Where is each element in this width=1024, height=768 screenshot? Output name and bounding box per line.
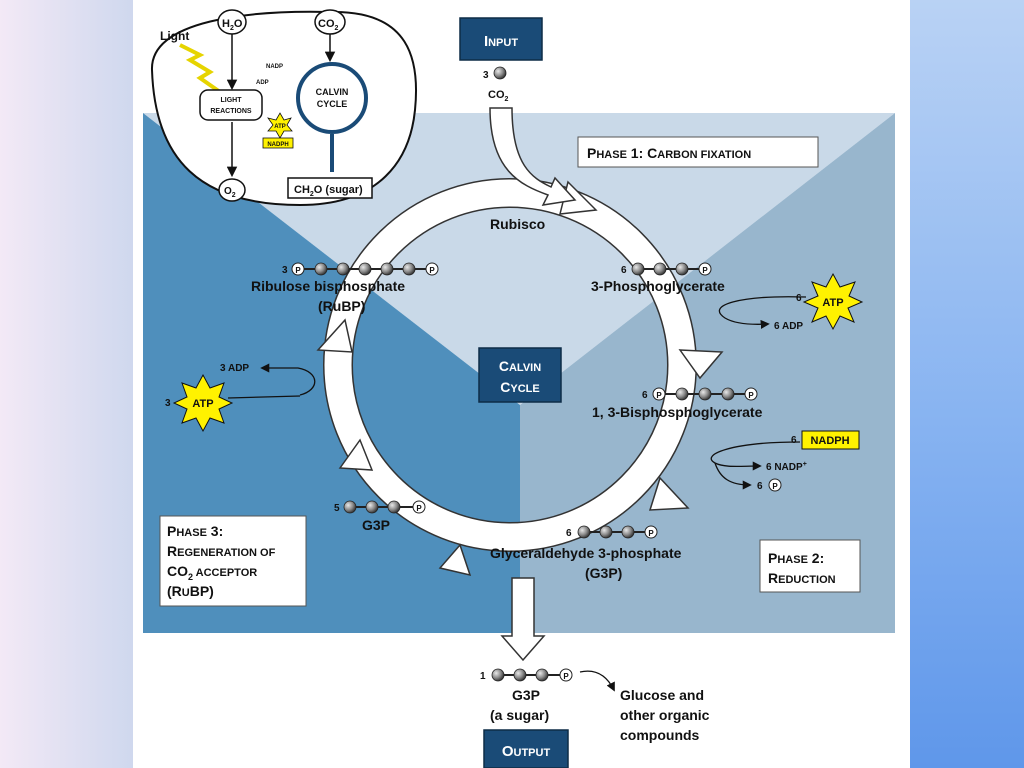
cycle-ring	[316, 178, 724, 577]
light-reactions-label: LIGHT	[221, 97, 243, 104]
svg-text:REDUCTION: REDUCTION	[768, 570, 836, 586]
svg-text:(a sugar): (a sugar)	[490, 707, 549, 723]
phase3-label: PHASE 3: REGENERATION OF CO2 ACCEPTOR (R…	[159, 515, 307, 607]
svg-text:6: 6	[566, 528, 572, 539]
svg-text:6: 6	[796, 293, 802, 304]
h2o-label: H2O	[222, 18, 243, 32]
svg-text:ATP: ATP	[192, 398, 213, 410]
svg-text:ADP: ADP	[256, 80, 269, 86]
svg-text:3: 3	[165, 398, 171, 409]
molecule-bpg: 6 P P 1, 3-Bisphosphoglycerate	[592, 387, 763, 420]
input-co2: CO2	[488, 89, 509, 103]
svg-text:CYCLE: CYCLE	[317, 99, 348, 109]
svg-text:5: 5	[334, 503, 340, 514]
svg-text:P: P	[656, 391, 662, 400]
svg-text:6: 6	[757, 481, 763, 492]
molecule-3pga: 6 P 3-Phosphoglycerate	[591, 262, 725, 294]
svg-text:Glucose and: Glucose and	[620, 687, 704, 703]
svg-text:CYCLE: CYCLE	[500, 379, 539, 395]
nadph-input: 6 NADPH 6 NADP+ 6 P	[710, 430, 860, 492]
svg-text:P: P	[702, 266, 708, 275]
svg-text:REACTIONS: REACTIONS	[210, 108, 252, 115]
svg-text:(G3P): (G3P)	[585, 565, 622, 581]
molecule-g3p-recycled: 5 P G3P	[334, 500, 426, 533]
svg-text:3 ADP: 3 ADP	[220, 363, 249, 374]
svg-text:P: P	[416, 504, 422, 513]
sugar-label: CH2O (sugar)	[294, 184, 363, 198]
svg-text:6: 6	[791, 435, 797, 446]
molecule-rubp: 3 P P Ribulose bisphosphate (RuBP)	[251, 262, 439, 314]
atp-reduction-input: 6 ATP 6 ADP	[718, 272, 864, 332]
svg-text:(RUBP): (RUBP)	[167, 583, 214, 599]
calvin-inset-label: CALVIN	[316, 87, 349, 97]
svg-text:P: P	[563, 672, 569, 681]
output-molecule: 1 P G3P (a sugar) Glucose and other orga…	[480, 668, 710, 743]
svg-text:CO2 ACCEPTOR: CO2 ACCEPTOR	[167, 563, 257, 582]
svg-text:INPUT: INPUT	[484, 33, 518, 50]
svg-text:OUTPUT: OUTPUT	[502, 743, 551, 760]
svg-text:CALVIN: CALVIN	[499, 358, 541, 374]
svg-text:NADPH: NADPH	[267, 142, 288, 148]
svg-text:ATP: ATP	[274, 124, 286, 130]
svg-text:P: P	[429, 266, 435, 275]
svg-text:3-Phosphoglycerate: 3-Phosphoglycerate	[591, 278, 725, 294]
svg-text:REGENERATION OF: REGENERATION OF	[167, 543, 276, 559]
svg-text:P: P	[295, 266, 301, 275]
chloroplast-inset: Light H2O CO2 LIGHT REACTIONS CALVIN CYC…	[150, 9, 418, 207]
rubisco-label: Rubisco	[490, 216, 545, 232]
svg-text:6: 6	[642, 390, 648, 401]
svg-text:G3P: G3P	[512, 687, 540, 703]
svg-text:compounds: compounds	[620, 727, 700, 743]
output-arrow	[500, 577, 546, 662]
svg-text:Ribulose bisphosphate: Ribulose bisphosphate	[251, 278, 405, 294]
svg-text:1, 3-Bisphosphoglycerate: 1, 3-Bisphosphoglycerate	[592, 404, 763, 420]
o2-label: O2	[224, 186, 236, 199]
svg-text:3: 3	[282, 265, 288, 276]
svg-text:other organic: other organic	[620, 707, 710, 723]
svg-text:P: P	[648, 529, 654, 538]
svg-text:ATP: ATP	[822, 297, 843, 309]
svg-text:P: P	[772, 482, 778, 491]
light-label: Light	[160, 29, 189, 43]
svg-text:6 ADP: 6 ADP	[774, 321, 803, 332]
svg-text:P: P	[748, 391, 754, 400]
co2-inset-label: CO2	[318, 18, 339, 32]
input-count: 3	[483, 70, 489, 81]
svg-text:PHASE 3:: PHASE 3:	[167, 523, 223, 539]
svg-text:NADPH: NADPH	[810, 435, 849, 447]
svg-text:Glyceraldehyde 3-phosphate: Glyceraldehyde 3-phosphate	[490, 545, 682, 561]
output-box: OUTPUT	[483, 729, 569, 768]
svg-text:(RuBP): (RuBP)	[318, 298, 365, 314]
svg-text:1: 1	[480, 671, 486, 682]
svg-text:6: 6	[621, 265, 627, 276]
molecule-g3p: 6 P Glyceraldehyde 3-phosphate (G3P)	[490, 525, 682, 581]
input-box: INPUT 3 CO2	[459, 17, 543, 103]
calvin-cycle-center-box: CALVIN CYCLE	[478, 347, 562, 403]
phase1-label: PHASE 1: CARBON FIXATION	[577, 136, 819, 168]
svg-text:PHASE 2:: PHASE 2:	[768, 550, 824, 566]
carbon-atom	[493, 66, 507, 80]
phase2-label: PHASE 2: REDUCTION	[759, 539, 861, 593]
svg-text:PHASE 1: CARBON FIXATION: PHASE 1: CARBON FIXATION	[587, 145, 751, 161]
svg-text:NADP: NADP	[266, 64, 283, 70]
svg-text:G3P: G3P	[362, 517, 390, 533]
atp-regeneration-input: 3 ADP 3 ATP	[165, 363, 316, 433]
right-decorative-band	[910, 0, 1024, 768]
input-arrow	[489, 107, 577, 206]
svg-text:6 NADP+: 6 NADP+	[766, 461, 807, 473]
